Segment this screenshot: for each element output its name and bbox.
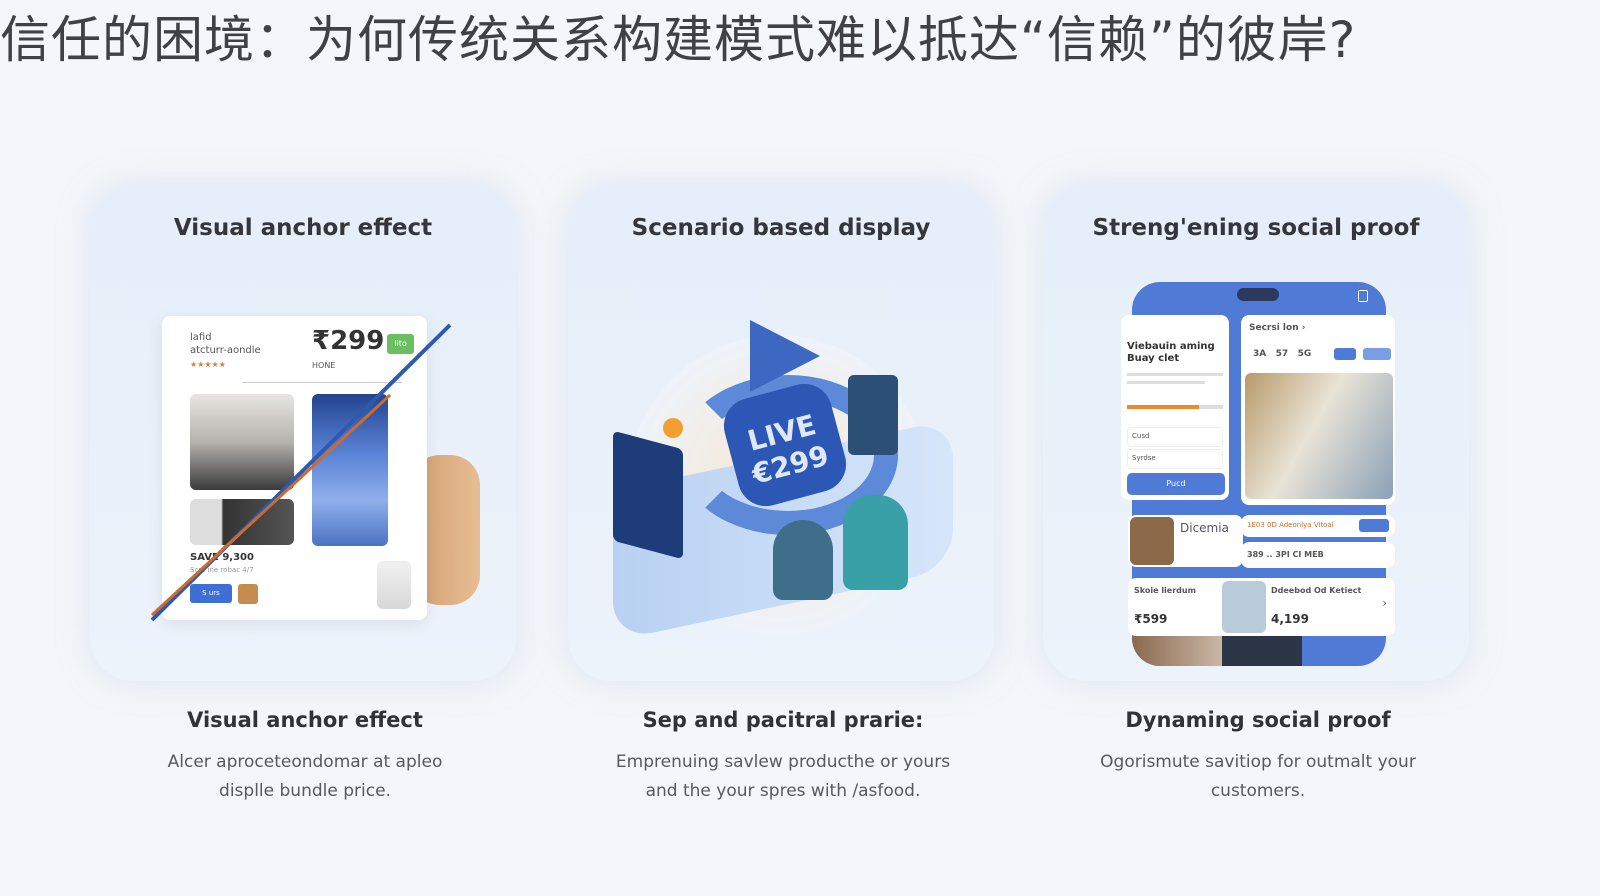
section-heading: Sep and pacitral prarie: (642, 708, 924, 732)
buy-button[interactable]: S urs (190, 584, 232, 603)
stars-icon: ★★★★★ (190, 360, 226, 369)
form-panel: Viebauin aming Buay clet Cusd Syrdse Puc… (1121, 315, 1229, 500)
play-arrow-icon (750, 320, 820, 392)
section-heading: Dynaming social proof (1125, 708, 1391, 732)
item-title: Ddeebod Od Ketiect (1271, 586, 1362, 595)
price: ₹299 (312, 326, 385, 356)
review-row-3: 389 .. 3PI CI MEB (1241, 542, 1395, 568)
customer-photo (1245, 373, 1393, 499)
review-title: Secrsi lon › (1249, 323, 1306, 333)
reviewer-name: Dicemia (1180, 521, 1229, 535)
orange-dot (663, 418, 683, 438)
card-scenario-display: Scenario based display LIVE €299 (568, 185, 994, 681)
product-mockup: lafid atcturr-aondle ★★★★★ ₹299 lito HON… (162, 316, 427, 620)
review-panel: Secrsi lon › 3A 57 5G (1241, 315, 1395, 505)
item-title: Skoie lierdum (1134, 586, 1196, 595)
card-title: Scenario based display (631, 215, 931, 241)
blue-line (150, 323, 452, 622)
review-row-2: 1E03 0D Adeonlya Vitoal (1241, 515, 1395, 537)
section-heading: Visual anchor effect (187, 708, 423, 732)
cup-icon (377, 561, 411, 609)
thumbnail (238, 584, 258, 604)
puzzle-block (613, 430, 683, 560)
product-photo-2 (190, 499, 294, 545)
pager-dots (1222, 632, 1302, 666)
product-name-2: atcturr-aondle (190, 345, 261, 356)
person-1 (773, 520, 833, 600)
form-title: Viebauin aming Buay clet (1127, 341, 1215, 364)
card-visual-anchor: Visual anchor effect lafid atcturr-aondl… (90, 185, 516, 681)
item-price: ₹599 (1134, 612, 1168, 626)
item-price: 4,199 (1271, 612, 1309, 626)
product-list: Skoie lierdum ₹599 Ddeebod Od Ketiect 4,… (1128, 578, 1395, 636)
field-2[interactable]: Syrdse (1127, 449, 1223, 469)
phone-notch (1237, 288, 1279, 301)
card-title: Visual anchor effect (173, 215, 433, 241)
badge: lito (387, 334, 414, 354)
person-2 (843, 495, 908, 590)
field-1[interactable]: Cusd (1127, 427, 1223, 447)
item-photo (1222, 581, 1266, 633)
submit-button[interactable]: Pucd (1127, 473, 1225, 495)
card-title: Streng'ening social proof (1092, 215, 1420, 241)
product-photo-blue (312, 394, 388, 546)
save-text: SAVE 9,300 (190, 552, 254, 563)
price-sub: HONE (312, 361, 336, 370)
page-title: 信任的困境：为何传统关系构建模式难以抵达“信赖”的彼岸? (0, 11, 1357, 69)
product-name: lafid (190, 332, 212, 343)
photo-tile (848, 375, 898, 455)
divider (242, 382, 402, 383)
orange-line (150, 393, 392, 617)
card-social-proof: Streng'ening social proof Viebauin aming… (1043, 185, 1469, 681)
stats: 3A 57 5G (1253, 349, 1312, 359)
product-photo-woman (190, 394, 294, 490)
anchor-lines (150, 323, 452, 622)
review-row: Dicemia (1128, 515, 1243, 567)
chevron-right-icon[interactable]: › (1382, 596, 1387, 610)
document-icon (1358, 290, 1368, 302)
progress-bar (1127, 405, 1223, 409)
save-sub: Scre ine robac 4/7 (190, 566, 254, 574)
